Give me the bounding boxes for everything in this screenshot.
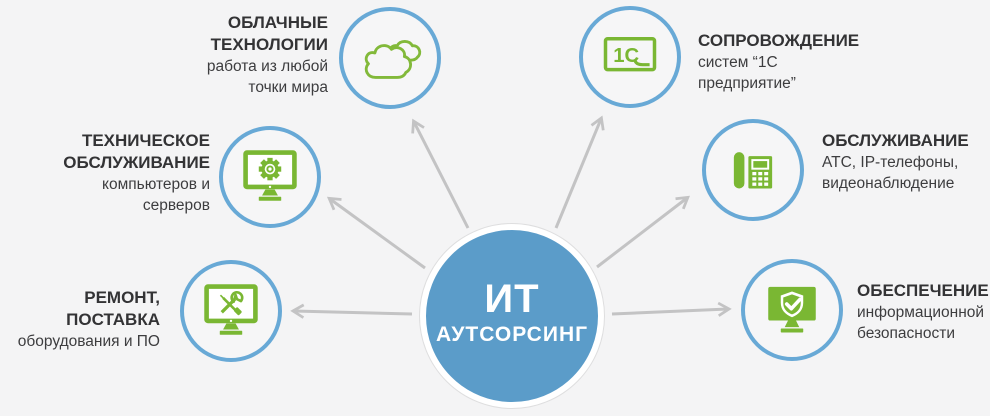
node-subtitle: компьютеров и серверов xyxy=(102,176,210,214)
arrow-to-security xyxy=(611,301,732,317)
monitor-tools-icon xyxy=(204,284,258,335)
node-subtitle: информационной безопасности xyxy=(857,304,985,342)
arrow-to-tech-service xyxy=(326,196,426,270)
arrow-to-cloud xyxy=(411,118,470,229)
arrow-to-telephony xyxy=(596,195,690,269)
office-phone-icon xyxy=(733,152,773,189)
node-label-repair-supply: РЕМОНТ, ПОСТАВКА оборудования и ПО xyxy=(0,287,160,352)
node-label-1c-support: СОПРОВОЖДЕНИЕ систем “1С предприятие” xyxy=(698,30,859,94)
node-title: ОБСЛУЖИВАНИЕ xyxy=(822,131,969,150)
arrow-to-repair-supply xyxy=(290,303,413,319)
node-label-security: ОБЕСПЕЧЕНИЕ информационной безопасности xyxy=(857,280,989,344)
hub-title: ИТ xyxy=(484,277,540,321)
icon-badge-repair-supply xyxy=(180,260,282,362)
node-subtitle: АТС, IP-телефоны, видеонаблюдение xyxy=(822,154,959,192)
svg-text:1С: 1С xyxy=(613,45,639,67)
1c-logo-icon: 1С xyxy=(603,37,657,72)
node-title: ТЕХНИЧЕСКОЕ ОБСЛУЖИВАНИЕ xyxy=(63,131,210,172)
icon-badge-cloud xyxy=(339,7,441,109)
icon-badge-tech-service xyxy=(219,126,321,228)
icon-badge-telephony xyxy=(702,119,804,221)
icon-badge-security xyxy=(741,259,843,361)
arrow-to-1c-support xyxy=(554,115,605,229)
center-hub: ИТ АУТСОРСИНГ xyxy=(420,224,604,408)
icon-badge-1c-support: 1С xyxy=(579,6,681,108)
node-title: СОПРОВОЖДЕНИЕ xyxy=(698,31,860,50)
node-subtitle: систем “1С предприятие” xyxy=(698,54,796,92)
node-title: РЕМОНТ, ПОСТАВКА xyxy=(66,288,160,329)
node-subtitle: работа из любой точки мира xyxy=(206,58,328,96)
hub-subtitle: АУТСОРСИНГ xyxy=(435,323,589,346)
node-label-telephony: ОБСЛУЖИВАНИЕ АТС, IP-телефоны, видеонабл… xyxy=(822,130,969,194)
monitor-gear-icon xyxy=(243,150,297,201)
monitor-shield-icon xyxy=(768,286,816,333)
node-title: ОБЕСПЕЧЕНИЕ xyxy=(857,281,989,300)
cloud-icon xyxy=(364,40,422,79)
node-label-tech-service: ТЕХНИЧЕСКОЕ ОБСЛУЖИВАНИЕ компьютеров и с… xyxy=(63,130,210,216)
node-subtitle: оборудования и ПО xyxy=(17,333,160,350)
node-title: ОБЛАЧНЫЕ ТЕХНОЛОГИИ xyxy=(210,13,328,54)
node-label-cloud: ОБЛАЧНЫЕ ТЕХНОЛОГИИ работа из любой точк… xyxy=(207,12,328,98)
